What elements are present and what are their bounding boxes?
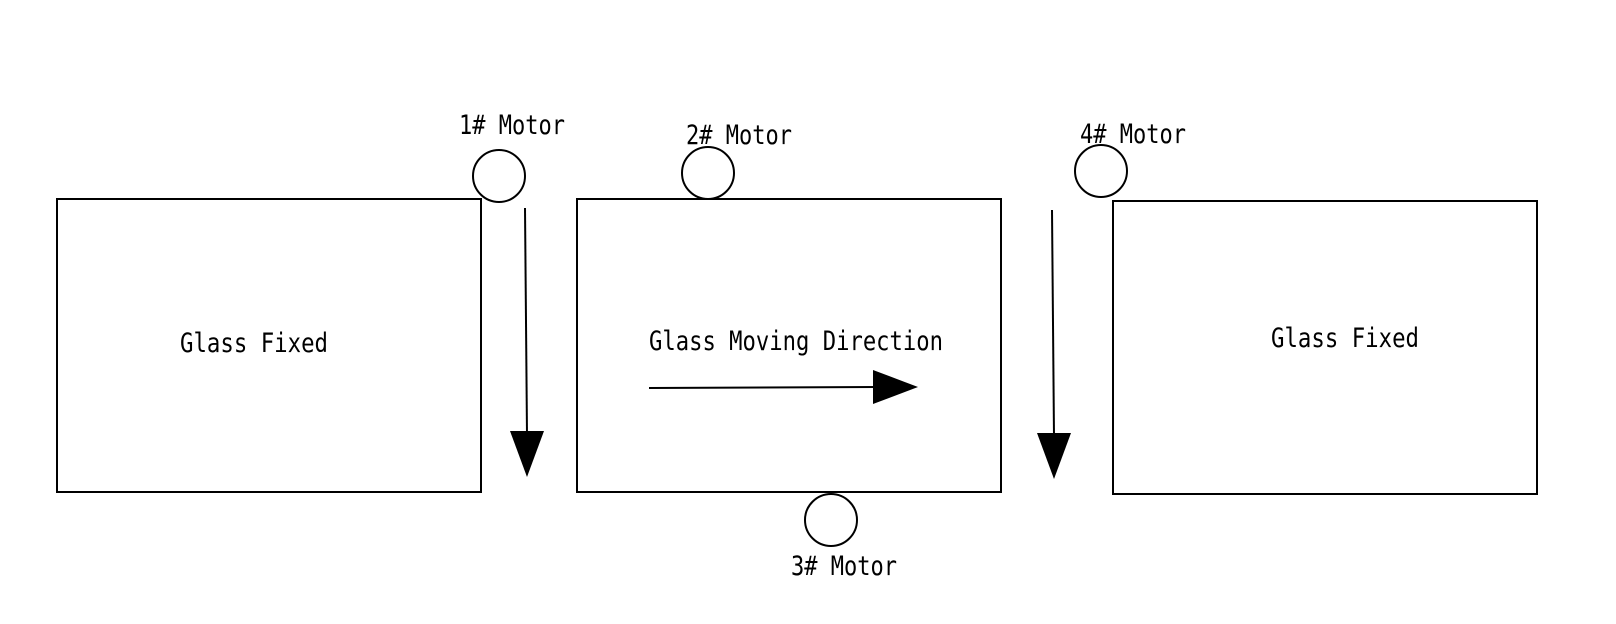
right-arrow-direction-icon bbox=[648, 370, 918, 404]
glass-panel-middle-label: Glass Moving Direction bbox=[649, 326, 943, 357]
glass-panel-middle bbox=[576, 198, 1002, 493]
motor-3-label: 3# Motor bbox=[791, 551, 897, 582]
motor-1-label: 1# Motor bbox=[459, 110, 565, 141]
motor-1-icon bbox=[472, 149, 526, 203]
glass-panel-right-label: Glass Fixed bbox=[1271, 323, 1419, 354]
glass-panel-left-label: Glass Fixed bbox=[180, 328, 328, 359]
glass-panel-left bbox=[56, 198, 482, 493]
glass-panel-right bbox=[1112, 200, 1538, 495]
down-arrow-right-icon bbox=[1037, 209, 1071, 479]
down-arrow-left-icon bbox=[510, 207, 544, 477]
motor-2-icon bbox=[681, 146, 735, 200]
motor-2-label: 2# Motor bbox=[686, 120, 792, 151]
motor-4-icon bbox=[1074, 144, 1128, 198]
motor-4-label: 4# Motor bbox=[1080, 119, 1186, 150]
motor-3-icon bbox=[804, 493, 858, 547]
